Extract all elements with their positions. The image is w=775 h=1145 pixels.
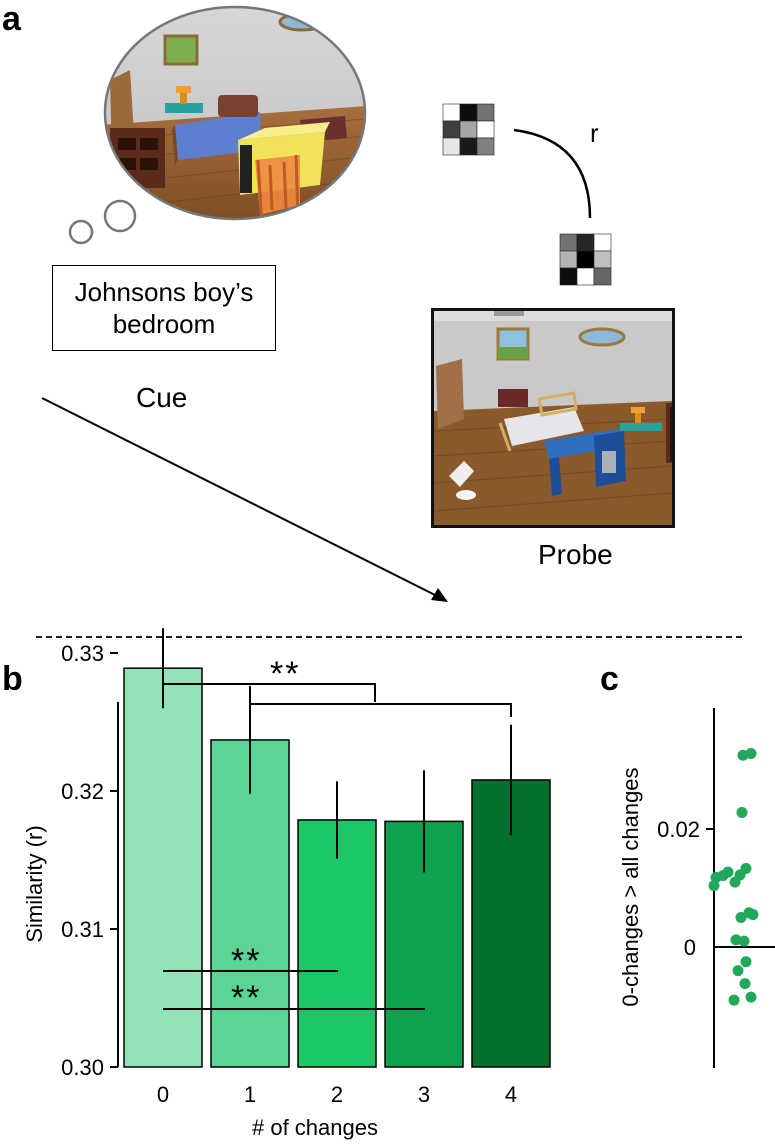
scatter-y-axis-title: 0-changes > all changes	[618, 767, 643, 1007]
pattern-cell	[593, 250, 612, 269]
thought-bubble-small	[68, 219, 94, 245]
panel-b-letter: b	[2, 660, 23, 698]
pattern-cell	[476, 137, 495, 156]
scatter-point	[736, 806, 748, 818]
scatter-point	[728, 994, 740, 1006]
probe-label: Probe	[538, 539, 613, 570]
panel-a-letter: a	[2, 0, 21, 38]
scatter-point	[740, 863, 752, 875]
pattern-cell	[442, 103, 461, 122]
probe-room-image	[431, 308, 675, 528]
bar-x-tick-label: 4	[505, 1082, 517, 1107]
pattern-cell	[459, 137, 478, 156]
scatter-point	[729, 876, 741, 888]
pattern-cell	[576, 267, 595, 286]
pattern-cell	[459, 103, 478, 122]
pattern-cell	[442, 137, 461, 156]
pattern-cell	[442, 120, 461, 139]
cue-text-line1: Johnsons boy’s	[74, 276, 254, 307]
scatter-point	[722, 866, 734, 878]
sig-marker-low1: **	[231, 942, 262, 980]
thought-bubble-large	[103, 199, 137, 233]
scatter-point	[739, 978, 751, 990]
pattern-cell	[576, 250, 595, 269]
bar-0	[123, 667, 203, 1068]
bar-y-tick-label: 0.32	[61, 779, 104, 804]
pattern-cell	[559, 250, 578, 269]
pattern-cell	[559, 267, 578, 286]
bar-y-tick-label: 0.30	[61, 1055, 104, 1080]
cue-label: Cue	[136, 382, 188, 413]
sig-bracket-top-right	[249, 703, 512, 717]
bar-y-tick-label: 0.33	[61, 641, 104, 666]
correlation-arc	[513, 128, 592, 219]
cue-to-probe-arrow-line	[41, 397, 438, 597]
pattern-cell	[593, 267, 612, 286]
panel-divider	[36, 636, 742, 638]
bar-x-tick-label: 2	[331, 1082, 343, 1107]
sig-bracket-top-left	[162, 683, 376, 702]
cue-text-box: Johnsons boy’s bedroom	[52, 265, 276, 351]
bar-chart-x-axis-title: # of changes	[252, 1115, 378, 1140]
scatter-y-tick-label: 0	[684, 935, 696, 960]
bar-y-tick-label: 0.31	[61, 917, 104, 942]
correlation-label: r	[590, 118, 599, 148]
pattern-cell	[476, 103, 495, 122]
cue-text-line2: bedroom	[112, 309, 216, 339]
bar-1	[210, 739, 290, 1068]
cue-to-probe-arrow-head	[431, 588, 448, 602]
pattern-cell	[576, 233, 595, 252]
scatter-point	[732, 965, 744, 977]
scatter-point	[740, 956, 752, 968]
pattern-cell	[593, 233, 612, 252]
scatter-point	[738, 935, 750, 947]
pattern-cell	[476, 120, 495, 139]
scatter-point	[745, 991, 757, 1003]
sig-marker-low2: **	[231, 979, 262, 1017]
thought-bubble-illustration	[41, 5, 612, 602]
pattern-grid-probe	[559, 233, 612, 286]
pattern-cell	[559, 233, 578, 252]
scatter-point	[735, 912, 747, 923]
bar-x-tick-label: 3	[418, 1082, 430, 1107]
cue-room-image	[105, 7, 365, 219]
bar-x-tick-label: 0	[157, 1082, 169, 1107]
scatter-y-tick-label: 0.02	[657, 817, 700, 842]
scatter-chart-difference: 00.02	[657, 708, 775, 1068]
bar-chart-similarity: 0.30 0.31 0.32 0.33 0 1 2 3 4	[61, 628, 551, 1107]
pattern-cell	[459, 120, 478, 139]
panel-c-letter: c	[600, 660, 619, 698]
scatter-point	[708, 880, 720, 892]
bar-x-tick-label: 1	[244, 1082, 256, 1107]
pattern-grid-cue	[442, 103, 495, 156]
sig-marker-top: **	[270, 655, 301, 693]
scatter-point	[745, 747, 757, 759]
bar-chart-y-axis-title: Similarity (r)	[22, 825, 47, 943]
scatter-point	[747, 909, 759, 921]
